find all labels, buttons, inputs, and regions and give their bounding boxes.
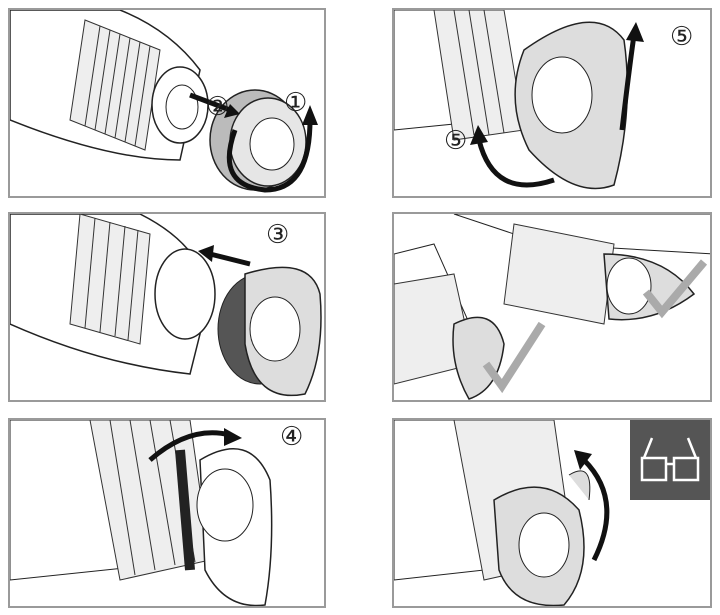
step-number-3: ③ xyxy=(266,220,290,250)
step-number-4: ④ xyxy=(280,422,304,452)
attach-eyecup-illustration xyxy=(10,214,322,397)
rotate-arrow-icon xyxy=(582,458,610,562)
panel-step-1-2: ② ① xyxy=(8,8,326,198)
step-number-2: ② xyxy=(206,92,230,122)
panel-step-3: ③ xyxy=(8,212,326,402)
rotate-eyecup-illustration xyxy=(10,420,273,606)
correct-positions-illustration xyxy=(394,214,710,400)
panel-step-5: ⑤ ⑤ xyxy=(392,8,712,198)
push-arrow-icon xyxy=(189,92,231,113)
checkmark-icon xyxy=(642,259,708,319)
eyecup-illustration xyxy=(394,10,644,190)
eyeglasses-icon xyxy=(630,420,710,500)
step-number-1: ① xyxy=(284,88,308,118)
rotate-arrow-icon xyxy=(148,430,231,462)
rotate-arrow-icon xyxy=(226,119,313,193)
eyeglasses-position-illustration xyxy=(394,420,610,606)
panel-step-4: ④ xyxy=(8,418,326,608)
rotate-arrow-icon xyxy=(476,139,555,188)
rotate-arrow-icon xyxy=(619,34,637,131)
step-number-5: ⑤ xyxy=(670,22,694,52)
panel-eyeglasses-position xyxy=(392,418,712,608)
step-number-5: ⑤ xyxy=(444,126,468,156)
lens-illustration xyxy=(10,10,318,193)
push-arrow-icon xyxy=(209,251,251,267)
panel-check-positions xyxy=(392,212,712,402)
checkmark-icon xyxy=(482,321,546,394)
